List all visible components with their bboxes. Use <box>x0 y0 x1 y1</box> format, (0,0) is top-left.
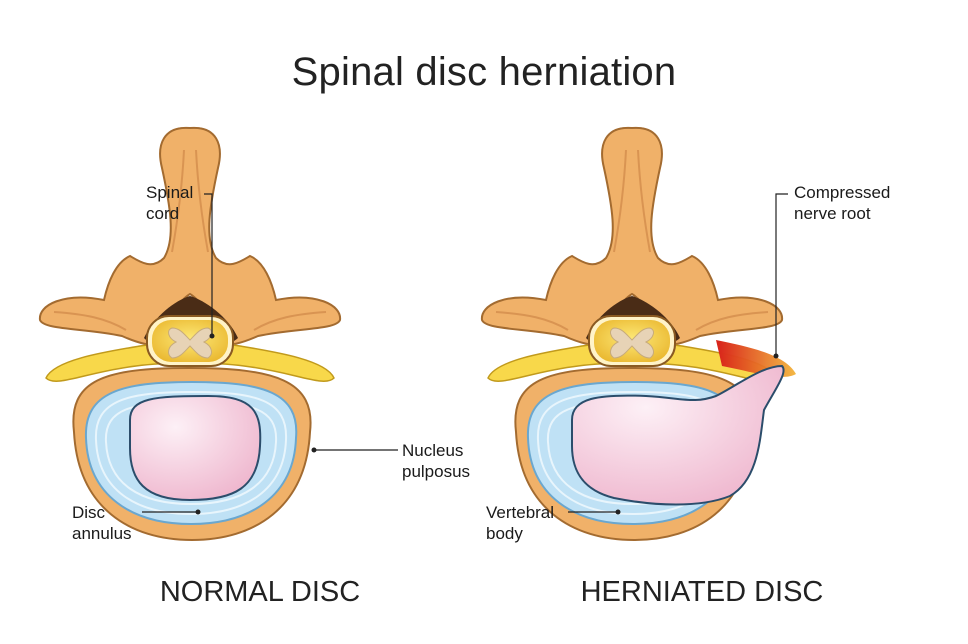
leader-spinal-cord <box>204 193 213 336</box>
normal-vertebra <box>38 126 342 541</box>
herniated-vertebra <box>480 126 796 541</box>
caption-herniated-disc: HERNIATED DISC <box>580 576 824 608</box>
label-compressed-nerve-root: Compressed nerve root <box>794 183 891 223</box>
herniated-nucleus <box>571 364 785 506</box>
diagram-title: Spinal disc herniation <box>291 50 677 94</box>
label-vertebral-body: Vertebral body <box>486 503 555 543</box>
leader-compressed-nerve <box>775 193 788 356</box>
label-spinal-cord: Spinal cord <box>146 183 194 223</box>
caption-normal-disc: NORMAL DISC <box>159 576 361 608</box>
normal-nucleus <box>129 394 262 502</box>
label-disc-annulus: Disc annulus <box>72 503 132 543</box>
label-nucleus-pulposus: Nucleus pulposus <box>402 441 471 481</box>
leader-lines <box>142 193 788 515</box>
